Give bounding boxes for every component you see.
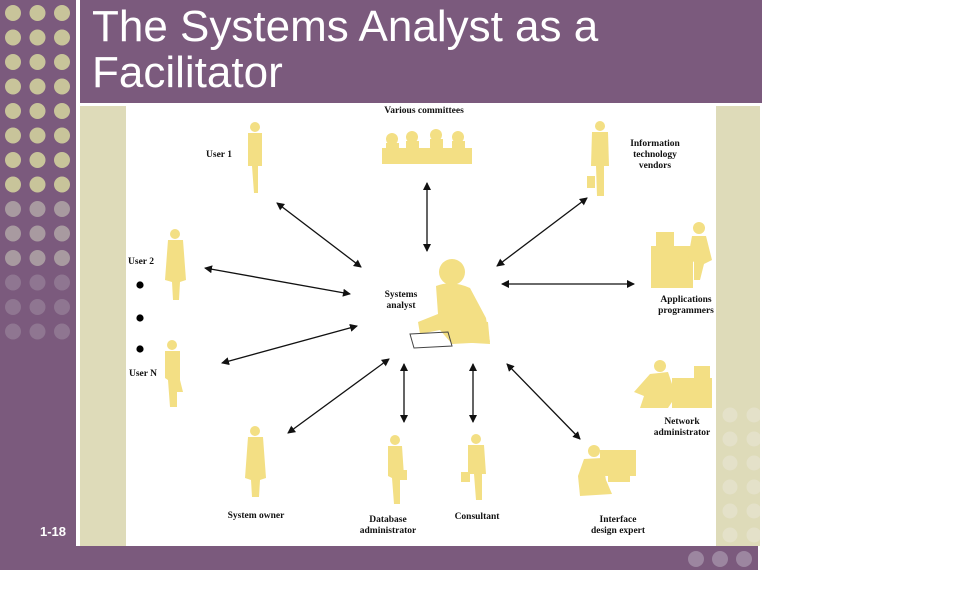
slide-number: 1-18	[40, 524, 67, 539]
decor-dot	[29, 103, 46, 119]
decor-dot	[54, 274, 70, 291]
decor-dot	[746, 431, 760, 447]
decor-dot	[54, 299, 70, 315]
decor-dot	[5, 299, 21, 315]
decor-dot	[29, 201, 46, 217]
decor-dot	[722, 479, 738, 495]
decor-dot	[5, 176, 21, 193]
decor-dot	[29, 323, 46, 340]
decor-dot	[722, 407, 738, 423]
decor-dot	[29, 54, 46, 70]
dot-grid-decor-right	[722, 407, 760, 543]
decor-dot	[54, 225, 70, 242]
decor-dot	[722, 455, 738, 471]
label-systems-analyst: Systems analyst	[384, 290, 418, 311]
dot-grid-decor	[5, 5, 70, 340]
bottom-decor-band	[0, 546, 758, 570]
diagram-panel	[80, 106, 760, 546]
decor-dot	[29, 176, 46, 193]
decor-dot	[29, 250, 46, 266]
dot-row-decor	[688, 551, 752, 567]
decor-dot	[5, 54, 21, 70]
decor-dot	[54, 78, 70, 95]
slide-title: The Systems Analyst as a Facilitator	[92, 2, 599, 97]
decor-dot	[29, 225, 46, 242]
decor-dot	[722, 527, 738, 543]
decor-dot	[29, 29, 46, 46]
decor-dot	[54, 323, 70, 340]
decor-dot	[54, 103, 70, 119]
decor-dot	[5, 29, 21, 46]
label-user-2: User 2	[128, 257, 154, 267]
right-side-panel	[716, 106, 760, 546]
left-side-panel	[80, 106, 126, 546]
decor-dot	[5, 225, 21, 242]
label-db-admin: Database administrator	[359, 515, 417, 536]
decor-dot	[54, 54, 70, 70]
label-network-admin: Network administrator	[653, 417, 711, 438]
decor-dot	[722, 503, 738, 519]
decor-dot	[736, 551, 752, 567]
decor-dot	[746, 527, 760, 543]
decor-dot	[29, 299, 46, 315]
decor-dot	[746, 503, 760, 519]
decor-dot	[29, 78, 46, 95]
decor-dot	[54, 5, 70, 21]
label-interface-expert: Interface design expert	[590, 515, 646, 536]
title-band	[80, 0, 762, 103]
decor-dot	[5, 5, 21, 21]
decor-dot	[746, 455, 760, 471]
decor-dot	[5, 201, 21, 217]
decor-dot	[5, 78, 21, 95]
decor-dot	[5, 127, 21, 144]
decor-dot	[5, 250, 21, 266]
decor-dot	[54, 201, 70, 217]
label-user-n: User N	[128, 369, 158, 379]
decor-dot	[29, 5, 46, 21]
decor-dot	[54, 29, 70, 46]
label-app-programmers: Applications programmers	[658, 295, 714, 316]
decor-dot	[746, 479, 760, 495]
decor-dot	[54, 176, 70, 193]
decor-dot	[29, 127, 46, 144]
label-consultant: Consultant	[454, 512, 500, 522]
decor-dot	[54, 152, 70, 168]
label-system-owner: System owner	[227, 511, 285, 521]
decor-dot	[688, 551, 704, 567]
decor-dot	[5, 152, 21, 168]
decor-dot	[5, 274, 21, 291]
decor-dot	[5, 103, 21, 119]
label-it-vendors: Information technology vendors	[630, 139, 680, 171]
decor-dot	[29, 152, 46, 168]
decor-dot	[712, 551, 728, 567]
decor-dot	[746, 407, 760, 423]
decor-dot	[54, 127, 70, 144]
label-committees: Various committees	[384, 106, 464, 116]
decor-dot	[54, 250, 70, 266]
decor-dot	[722, 431, 738, 447]
decor-dot	[5, 323, 21, 340]
decor-dot	[29, 274, 46, 291]
label-user-1: User 1	[206, 150, 232, 160]
